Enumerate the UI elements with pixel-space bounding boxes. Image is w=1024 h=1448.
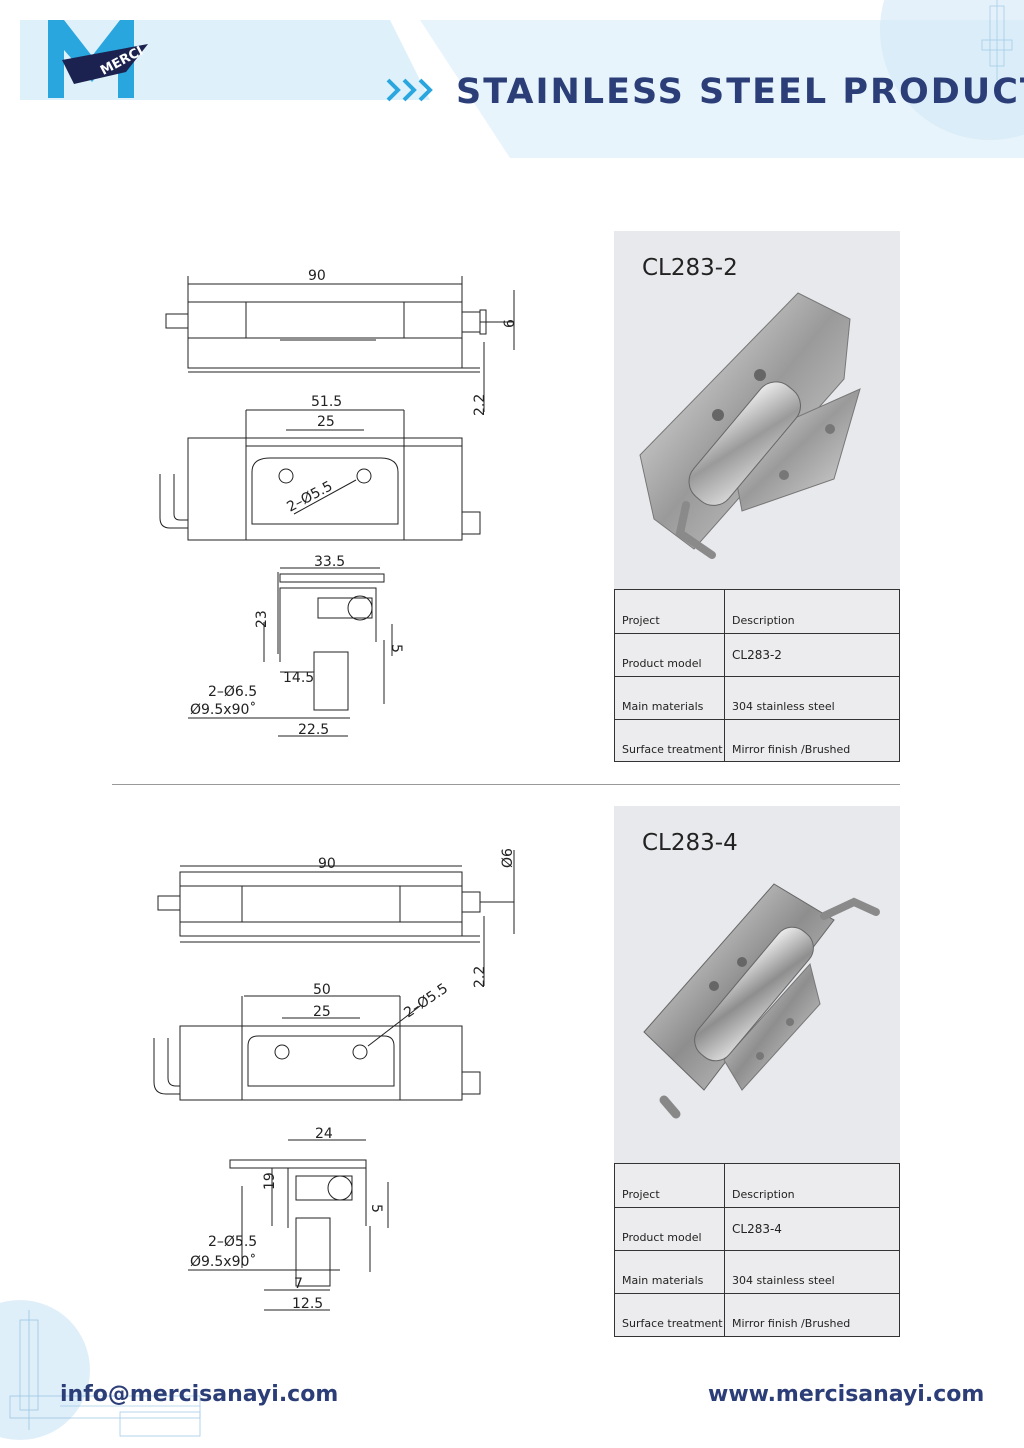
dim-23: 23 (254, 610, 270, 628)
dim-d9-5x90: Ø9.5x90˚ (190, 701, 256, 718)
dim-2-d5-5-b: 2–Ø5.5 (208, 1234, 257, 1250)
spec-label: Main materials (622, 1274, 704, 1287)
dim-33-5: 33.5 (314, 554, 345, 570)
spec-row-surface-treatment: Surface treatment Mirror finish /Brushed (615, 1293, 899, 1336)
merci-logo: MERCI (48, 20, 148, 98)
dim-14-5: 14.5 (283, 670, 314, 686)
spec-header-row: Project Description (615, 1164, 899, 1207)
spec-value: CL283-4 (732, 1222, 782, 1236)
product-model-title: CL283-4 (642, 830, 738, 856)
spec-value: 304 stainless steel (732, 1274, 835, 1287)
dim-2-2: 2.2 (472, 966, 488, 988)
dim-d6: Ø6 (500, 848, 516, 868)
spec-header-description: Description (732, 1188, 795, 1201)
decorative-blueprint-top (981, 0, 1013, 80)
technical-drawing-cl283-2: 90 6 2.2 51.5 25 2–Ø5.5 33.5 23 5 14.5 2… (159, 268, 518, 738)
hinge-photo-cl283-4 (643, 883, 880, 1119)
dim-25: 25 (317, 414, 335, 430)
dim-22-5: 22.5 (298, 722, 329, 738)
dim-90: 90 (318, 856, 336, 872)
spec-row-product-model: Product model CL283-4 (615, 1207, 899, 1250)
dim-7: 7 (294, 1276, 303, 1292)
spec-header-description: Description (732, 614, 795, 627)
spec-value: Mirror finish /Brushed (732, 743, 851, 756)
page-title: STAINLESS STEEL PRODUCTS (456, 72, 1024, 112)
dim-2-d5-5: 2–Ø5.5 (284, 478, 335, 515)
spec-label: Main materials (622, 700, 704, 713)
spec-table-cl283-4: Project Description Product model CL283-… (614, 1163, 900, 1337)
technical-drawing-cl283-4: 90 Ø6 2.2 50 25 2–Ø5.5 24 19 5 2–Ø5.5 Ø9… (153, 848, 516, 1312)
dim-2-2: 2.2 (472, 394, 488, 416)
spec-row-main-materials: Main materials 304 stainless steel (615, 676, 899, 719)
hinge-photo-cl283-2 (639, 292, 861, 559)
dim-51-5: 51.5 (311, 394, 342, 410)
dim-90: 90 (308, 268, 326, 284)
decorative-blueprint-bottom (0, 1300, 201, 1440)
dim-12-5: 12.5 (292, 1296, 323, 1312)
spec-row-surface-treatment: Surface treatment Mirror finish /Brushed (615, 719, 899, 762)
footer-website-link[interactable]: www.mercisanayi.com (708, 1382, 985, 1407)
dim-50: 50 (313, 982, 331, 998)
spec-label: Product model (622, 1231, 702, 1244)
dim-19: 19 (262, 1172, 278, 1190)
spec-header-row: Project Description (615, 590, 899, 633)
dim-2-d5-5: 2–Ø5.5 (401, 981, 451, 1022)
dim-24: 24 (315, 1126, 333, 1142)
spec-header-project: Project (622, 614, 660, 627)
spec-value: CL283-2 (732, 648, 782, 662)
spec-row-product-model: Product model CL283-2 (615, 633, 899, 676)
spec-table-cl283-2: Project Description Product model CL283-… (614, 589, 900, 762)
dim-2-d6-5: 2–Ø6.5 (208, 684, 257, 700)
product-model-title: CL283-2 (642, 255, 738, 281)
spec-header-project: Project (622, 1188, 660, 1201)
spec-label: Product model (622, 657, 702, 670)
product-card-cl283-2: CL283-2 (614, 231, 900, 589)
dim-5: 5 (368, 1204, 384, 1213)
dim-5: 5 (388, 644, 404, 653)
section-divider (112, 784, 900, 785)
dim-d9-5x90: Ø9.5x90˚ (190, 1253, 256, 1270)
footer-email-link[interactable]: info@mercisanayi.com (60, 1382, 339, 1407)
spec-value: Mirror finish /Brushed (732, 1317, 851, 1330)
dim-25: 25 (313, 1004, 331, 1020)
dim-6: 6 (502, 319, 518, 328)
product-card-cl283-4: CL283-4 (614, 806, 900, 1164)
spec-label: Surface treatment (622, 1317, 723, 1330)
spec-value: 304 stainless steel (732, 700, 835, 713)
spec-label: Surface treatment (622, 743, 723, 756)
chevron-arrows-icon (386, 78, 433, 102)
spec-row-main-materials: Main materials 304 stainless steel (615, 1250, 899, 1293)
